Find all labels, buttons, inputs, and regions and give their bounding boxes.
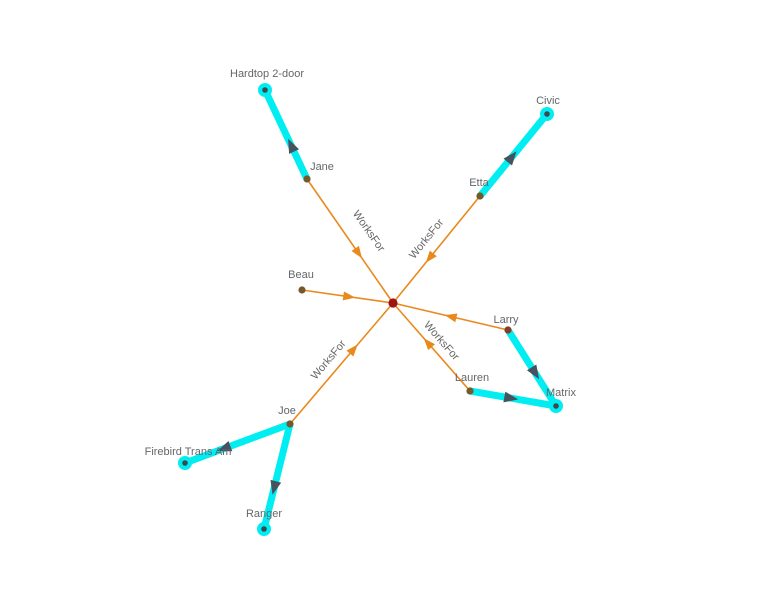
arrows-layer xyxy=(217,138,540,495)
node-label-joe: Joe xyxy=(278,405,296,417)
node-matrix[interactable] xyxy=(553,403,559,409)
node-firebird-trans-am[interactable] xyxy=(182,460,188,466)
edge-arrow-beau-center xyxy=(342,291,356,301)
edge-arrow-joe-firebird-trans-am xyxy=(217,441,233,452)
edge-arrow-lauren-center xyxy=(423,338,435,351)
edge-arrow-etta-civic xyxy=(503,151,517,166)
node-joe[interactable] xyxy=(286,420,294,428)
edge-etta-center[interactable] xyxy=(392,195,481,304)
edge-jane-hardtop-2-door[interactable] xyxy=(261,86,311,183)
edge-arrow-lauren-matrix xyxy=(503,391,519,403)
edge-jane-center[interactable] xyxy=(306,178,394,304)
edge-arrow-jane-hardtop-2-door xyxy=(288,138,299,154)
edge-arrow-joe-ranger xyxy=(270,479,282,495)
edge-arrow-etta-center xyxy=(425,250,437,263)
node-beau[interactable] xyxy=(298,286,306,294)
node-label-etta: Etta xyxy=(469,177,489,189)
node-label-firebird-trans-am: Firebird Trans Am xyxy=(145,446,232,458)
node-label-civic: Civic xyxy=(536,95,560,107)
edge-label-etta-center: WorksFor xyxy=(407,217,446,262)
node-label-jane: Jane xyxy=(310,161,334,173)
node-label-hardtop-2-door: Hardtop 2-door xyxy=(230,68,304,80)
node-label-ranger: Ranger xyxy=(246,508,282,520)
edge-arrow-larry-matrix xyxy=(527,364,540,380)
edge-label-joe-center: WorksFor xyxy=(309,338,349,382)
edge-label-jane-center: WorksFor xyxy=(350,208,387,254)
node-jane[interactable] xyxy=(303,175,311,183)
node-civic[interactable] xyxy=(544,111,550,117)
node-ranger[interactable] xyxy=(261,526,267,532)
node-label-lauren: Lauren xyxy=(455,372,489,384)
edge-arrow-larry-center xyxy=(444,313,458,323)
nodes-layer xyxy=(178,83,563,536)
edge-joe-ranger[interactable] xyxy=(260,420,294,533)
node-larry[interactable] xyxy=(504,326,512,334)
node-etta[interactable] xyxy=(476,192,484,200)
edge-joe-firebird-trans-am[interactable] xyxy=(181,420,294,467)
edge-arrow-joe-center xyxy=(346,344,358,357)
edge-joe-center[interactable] xyxy=(289,302,394,425)
node-center[interactable] xyxy=(388,298,398,308)
edge-arrow-jane-center xyxy=(351,245,362,259)
node-lauren[interactable] xyxy=(466,387,474,395)
edges-layer xyxy=(181,86,560,533)
node-label-beau: Beau xyxy=(288,269,314,281)
node-label-larry: Larry xyxy=(493,314,519,326)
node-hardtop-2-door[interactable] xyxy=(262,87,268,93)
node-label-matrix: Matrix xyxy=(546,387,576,399)
